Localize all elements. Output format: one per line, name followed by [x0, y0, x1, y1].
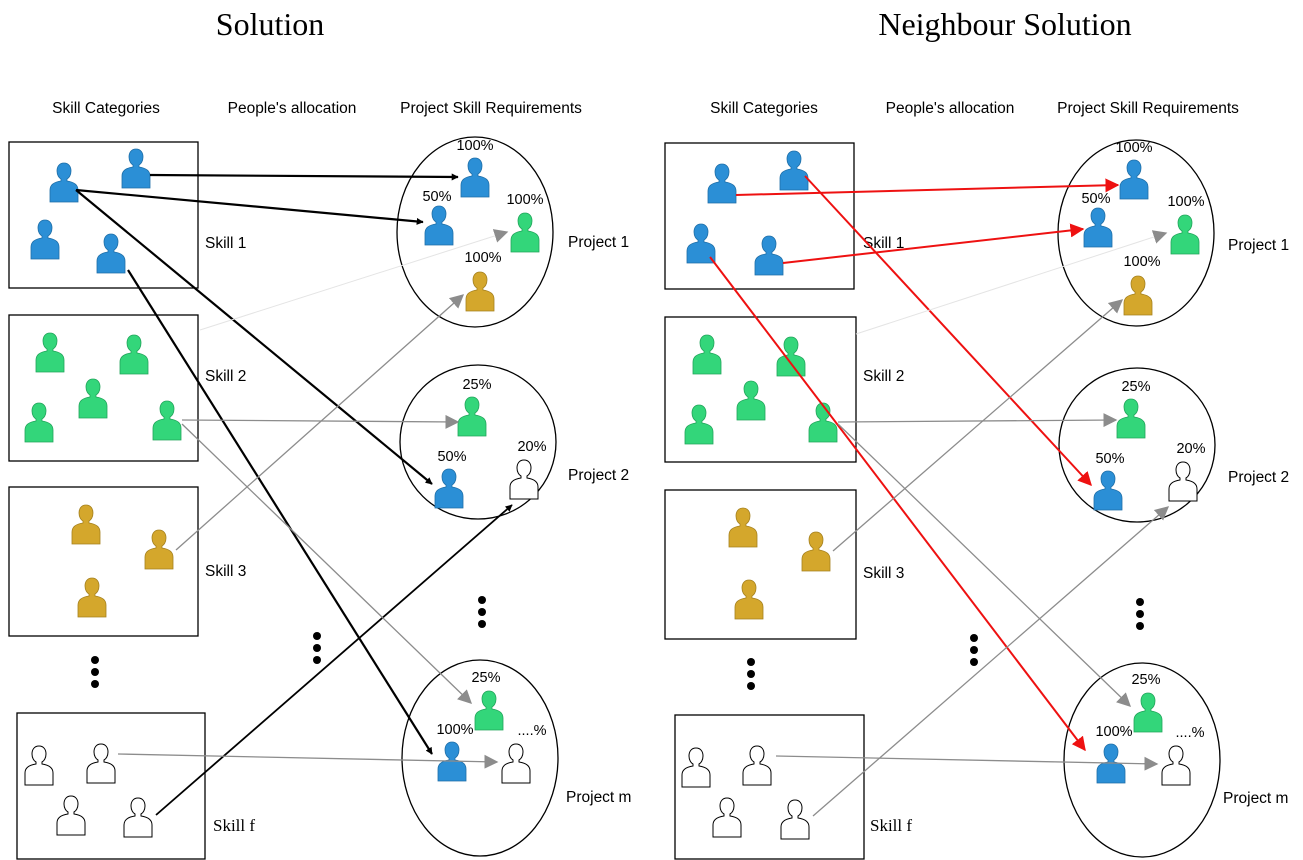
- arrow-gray: [181, 423, 473, 704]
- header-project-skill-requirements: Project Skill Requirements: [1057, 100, 1239, 117]
- pct-p1-d: 100%: [464, 250, 501, 266]
- project-1-label: Project 1: [568, 234, 629, 251]
- neighbour-solution-panel: Neighbour Solution Skill Categories Peop…: [664, 6, 1289, 860]
- project-2-label: Project 2: [568, 467, 629, 484]
- pct-p2-c: 20%: [1176, 441, 1205, 457]
- arrow-gray: [199, 229, 509, 331]
- project-1-ellipse: [1057, 139, 1215, 327]
- pct-p2-a: 25%: [1121, 379, 1150, 395]
- arrow-black: [75, 189, 433, 485]
- skill-f-box: [16, 712, 206, 860]
- skill-2-box: [664, 316, 857, 463]
- project-m-label: Project m: [566, 789, 631, 806]
- arrow-gray: [812, 506, 1170, 817]
- skill-f-people: [681, 745, 810, 840]
- skill-3-box: [664, 489, 857, 640]
- pct-p2-b: 50%: [437, 449, 466, 465]
- allocation-arrows: [75, 173, 513, 816]
- skill-2-label: Skill 2: [205, 368, 246, 385]
- skill-3-box: [8, 486, 199, 637]
- allocation-arrows: [709, 175, 1170, 817]
- pct-p1-c: 100%: [1167, 194, 1204, 210]
- pct-pm-a: 25%: [471, 670, 500, 686]
- ellipsis-dots: [747, 598, 1144, 690]
- skill-f-box: [674, 714, 865, 860]
- header-skill-categories: Skill Categories: [710, 100, 818, 117]
- pct-p1-c: 100%: [506, 192, 543, 208]
- skill-1-box: [664, 142, 855, 290]
- arrow-red: [782, 223, 1085, 264]
- skill-2-people: [684, 334, 838, 445]
- skill-3-people: [71, 504, 174, 618]
- arrow-gray: [775, 755, 1159, 771]
- project-1-people: [424, 157, 540, 312]
- solution-panel: Solution Skill Categories People's alloc…: [8, 6, 631, 860]
- arrow-gray: [181, 414, 460, 429]
- header-peoples-allocation: People's allocation: [228, 100, 357, 117]
- pct-p2-b: 50%: [1095, 451, 1124, 467]
- arrow-black: [149, 173, 459, 181]
- project-2-label: Project 2: [1228, 469, 1289, 486]
- header-peoples-allocation: People's allocation: [886, 100, 1015, 117]
- pct-pm-c: ....%: [517, 723, 546, 739]
- skill-f-label: Skill f: [213, 816, 255, 835]
- pct-pm-c: ....%: [1175, 725, 1204, 741]
- header-project-skill-requirements: Project Skill Requirements: [400, 100, 582, 117]
- skill-2-people: [24, 332, 182, 443]
- arrow-red: [709, 256, 1086, 752]
- project-1-ellipse: [396, 136, 554, 328]
- neighbour-solution-title: Neighbour Solution: [878, 6, 1131, 42]
- skill-1-people: [30, 148, 151, 274]
- skill-2-box: [8, 314, 199, 462]
- skill-1-people: [686, 150, 809, 276]
- project-m-label: Project m: [1223, 790, 1288, 807]
- pct-pm-a: 25%: [1131, 672, 1160, 688]
- header-skill-categories: Skill Categories: [52, 100, 160, 117]
- arrow-gray: [837, 423, 1132, 707]
- skill-f-label: Skill f: [870, 816, 912, 835]
- skill-1-label: Skill 1: [863, 235, 904, 252]
- pct-p1-a: 100%: [456, 138, 493, 154]
- pct-pm-b: 100%: [1095, 724, 1132, 740]
- arrow-black: [75, 188, 424, 225]
- arrow-black: [127, 269, 433, 755]
- project-2-ellipse: [399, 364, 557, 520]
- pct-p1-b: 50%: [1081, 191, 1110, 207]
- skill-3-label: Skill 3: [205, 563, 246, 580]
- skill-2-label: Skill 2: [863, 368, 904, 385]
- pct-p2-c: 20%: [517, 439, 546, 455]
- pct-p1-a: 100%: [1115, 140, 1152, 156]
- arrow-gray: [117, 753, 499, 769]
- skill-3-people: [728, 507, 831, 620]
- skill-3-label: Skill 3: [863, 565, 904, 582]
- project-m-ellipse: [401, 659, 559, 857]
- solution-title: Solution: [216, 6, 324, 42]
- skill-1-box: [8, 141, 199, 289]
- arrow-red: [804, 175, 1092, 487]
- pct-p1-b: 50%: [422, 189, 451, 205]
- arrow-gray: [175, 294, 465, 551]
- project-1-label: Project 1: [1228, 237, 1289, 254]
- arrow-black: [155, 504, 513, 816]
- arrow-gray: [832, 299, 1124, 552]
- ellipsis-dots: [91, 596, 486, 688]
- project-m-ellipse: [1063, 662, 1221, 858]
- pct-p2-a: 25%: [462, 377, 491, 393]
- project-2-ellipse: [1058, 367, 1216, 523]
- skill-f-people: [24, 743, 153, 838]
- pct-pm-b: 100%: [436, 722, 473, 738]
- arrow-gray: [855, 230, 1168, 335]
- skill-1-label: Skill 1: [205, 235, 246, 252]
- pct-p1-d: 100%: [1123, 254, 1160, 270]
- project-1-people: [1083, 159, 1200, 316]
- arrow-red: [735, 178, 1120, 196]
- arrow-gray: [837, 413, 1118, 428]
